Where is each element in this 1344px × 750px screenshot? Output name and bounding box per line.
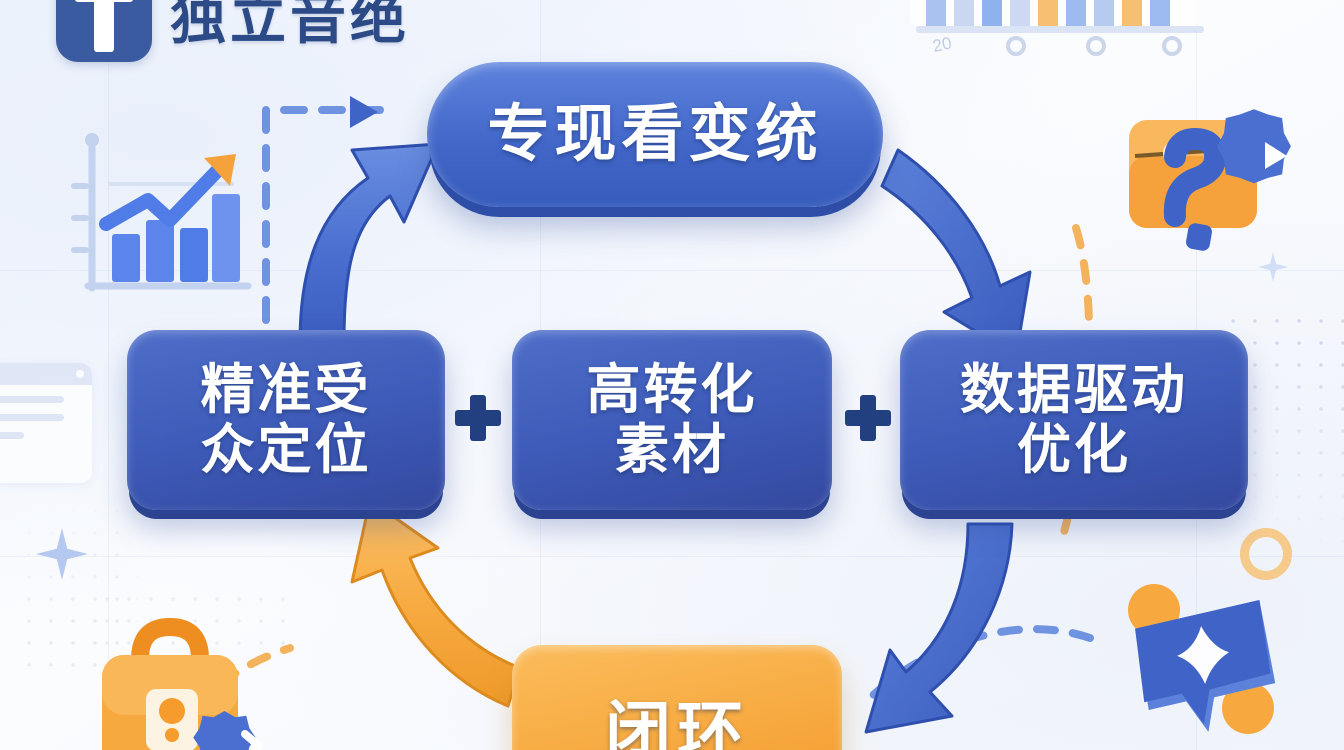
brand-logo: 独立音绝 [56,0,410,62]
node-pillar-center[interactable]: 高转化 素材 [512,330,832,510]
browser-mock-line [0,414,64,421]
node-top-label: 专现看变统 [487,99,823,169]
svg-text:20: 20 [931,33,953,56]
ring-icon [880,690,904,714]
dot-grid-pattern [18,500,138,670]
node-pillar-right[interactable]: 数据驱动 优化 [900,330,1248,510]
node-pillar-right-label: 数据驱动 优化 [960,360,1188,481]
label-line-1: 高转化 [586,359,758,420]
label-line-2: 素材 [615,420,729,480]
node-outcome[interactable]: 闭环 [512,645,842,750]
node-top-pill[interactable]: 专现看变统 [427,62,883,207]
browser-mock-line [0,396,64,403]
arrow-up-left [298,142,440,344]
arrow-loop-back [350,498,522,708]
browser-window-mock [0,363,92,483]
node-pillar-center-label: 高转化 素材 [587,360,758,481]
bg-guide-line [0,556,1344,557]
ring-icon [1240,528,1292,580]
bg-guide-line [0,270,1344,271]
label-line-1: 数据驱动 [960,359,1188,420]
plus-separator-1 [455,395,501,441]
node-pillar-left-label: 精准受 众定位 [201,360,372,481]
node-outcome-label: 闭环 [605,694,749,750]
bg-guide-line [108,0,109,750]
label-line-1: 精准受 [200,359,372,420]
speech-bubble-icon [1128,584,1276,734]
square-t-logo-icon [56,0,152,62]
bar-chart-icon: 20 [910,0,1204,56]
growth-chart-icon [71,133,252,292]
label-line-2: 优化 [1017,420,1131,480]
browser-mock-line [0,432,24,439]
lock-briefcase-icon [102,617,263,750]
plus-separator-2 [845,395,891,441]
node-pillar-left[interactable]: 精准受 众定位 [127,330,445,510]
arrow-down-right [880,148,1032,358]
question-folder-icon [1129,109,1291,251]
label-line-2: 众定位 [200,420,372,480]
browser-mock-titlebar [0,363,92,385]
brand-name: 独立音绝 [170,0,410,50]
